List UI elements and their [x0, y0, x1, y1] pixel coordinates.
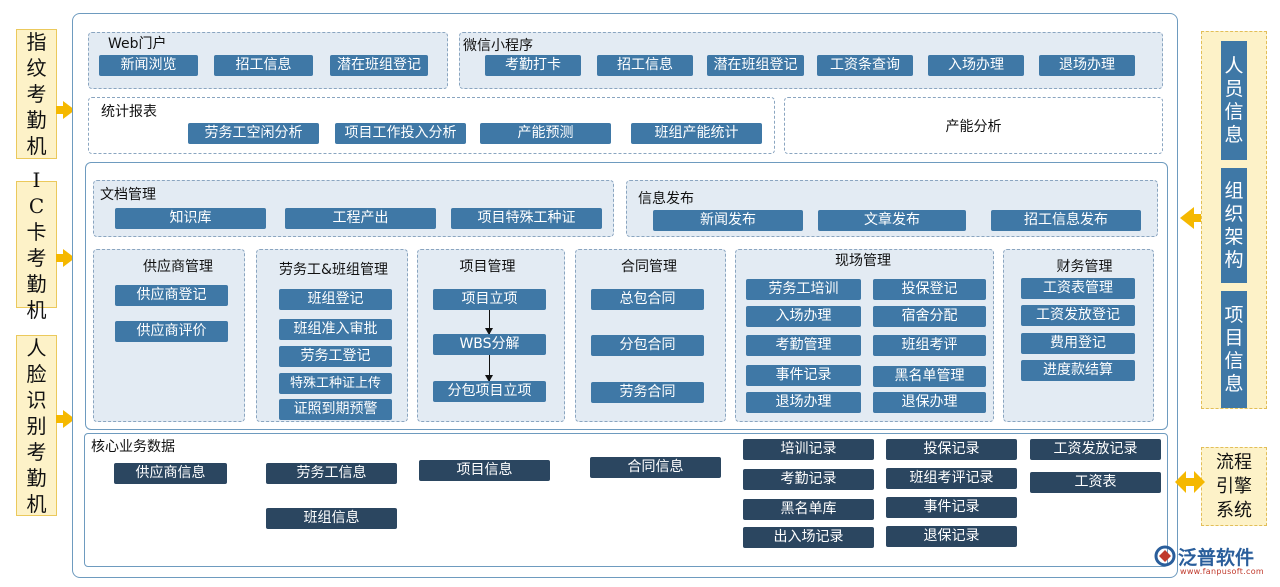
face-recognition-attendance-label: 人脸识别考勤机: [26, 335, 47, 516]
publish-recruit-button[interactable]: 招工信息发布: [991, 210, 1141, 231]
right-personnel-info-label: 人员信息: [1224, 54, 1244, 146]
web-team-register-button[interactable]: 潜在班组登记: [330, 55, 428, 76]
contract-sub-button[interactable]: 分包合同: [591, 335, 704, 356]
fanpu-logo-icon: [1154, 545, 1176, 567]
finance-payroll-button[interactable]: 工资表管理: [1021, 278, 1135, 299]
project-mgmt-title: 项目管理: [459, 259, 516, 275]
capacity-title: 产能分析: [945, 119, 1002, 135]
core-worker-info[interactable]: 劳务工信息: [266, 463, 397, 484]
site-team-eval-button[interactable]: 班组考评: [873, 335, 986, 356]
mp-team-register-button[interactable]: 潜在班组登记: [707, 55, 804, 76]
labor-team-approval-button[interactable]: 班组准入审批: [279, 319, 392, 340]
labor-cert-upload-button[interactable]: 特殊工种证上传: [279, 373, 392, 394]
supplier-mgmt-title: 供应商管理: [143, 259, 213, 275]
core-training-record[interactable]: 培训记录: [743, 439, 874, 460]
finance-progress-payment-button[interactable]: 进度款结算: [1021, 360, 1135, 381]
report-idle-analysis-button[interactable]: 劳务工空闲分析: [188, 123, 319, 144]
core-blacklist[interactable]: 黑名单库: [743, 499, 874, 520]
core-entry-exit-record[interactable]: 出入场记录: [743, 527, 874, 548]
core-data-title: 核心业务数据: [91, 439, 175, 455]
right-org-structure: 组织架构: [1221, 168, 1247, 283]
site-training-button[interactable]: 劳务工培训: [746, 279, 861, 300]
flow-engine-box: 流程引擎系统: [1201, 447, 1267, 526]
core-supplier-info[interactable]: 供应商信息: [114, 463, 227, 484]
site-cancel-insurance-button[interactable]: 退保办理: [873, 392, 986, 413]
mini-program-title: 微信小程序: [463, 38, 533, 54]
doc-knowledge-button[interactable]: 知识库: [115, 208, 266, 229]
flow-engine-label: 流程引擎系统: [1216, 451, 1252, 521]
core-event-record[interactable]: 事件记录: [886, 497, 1017, 518]
publish-news-button[interactable]: 新闻发布: [653, 210, 803, 231]
core-payroll[interactable]: 工资表: [1030, 472, 1161, 493]
core-team-info[interactable]: 班组信息: [266, 508, 397, 529]
fingerprint-attendance-box: 指纹考勤机: [16, 29, 57, 159]
fingerprint-attendance-label: 指纹考勤机: [26, 30, 47, 158]
core-insurance-record[interactable]: 投保记录: [886, 439, 1017, 460]
finance-pay-register-button[interactable]: 工资发放登记: [1021, 305, 1135, 326]
doc-special-cert-button[interactable]: 项目特殊工种证: [451, 208, 602, 229]
labor-cert-expiry-button[interactable]: 证照到期预警: [279, 399, 392, 420]
site-exit-button[interactable]: 退场办理: [746, 392, 861, 413]
finance-mgmt-title: 财务管理: [1056, 259, 1113, 275]
doc-output-button[interactable]: 工程产出: [285, 208, 436, 229]
core-cancel-insurance-record[interactable]: 退保记录: [886, 526, 1017, 547]
mp-payslip-button[interactable]: 工资条查询: [817, 55, 913, 76]
core-project-info[interactable]: 项目信息: [419, 460, 550, 481]
core-team-eval-record[interactable]: 班组考评记录: [886, 468, 1017, 489]
ic-card-attendance-box: IC卡考勤机: [16, 168, 57, 322]
double-arrow-icon: [1175, 471, 1205, 493]
site-entry-button[interactable]: 入场办理: [746, 306, 861, 327]
arrow-down-icon: [485, 355, 493, 382]
report-title: 统计报表: [101, 104, 157, 120]
face-recognition-attendance-box: 人脸识别考勤机: [16, 335, 57, 516]
right-project-info: 项目信息: [1221, 291, 1247, 408]
report-team-capacity-button[interactable]: 班组产能统计: [631, 123, 762, 144]
report-forecast-button[interactable]: 产能预测: [480, 123, 611, 144]
web-recruit-button[interactable]: 招工信息: [214, 55, 313, 76]
mp-entry-button[interactable]: 入场办理: [928, 55, 1024, 76]
report-project-input-button[interactable]: 项目工作投入分析: [335, 123, 466, 144]
mp-recruit-button[interactable]: 招工信息: [597, 55, 693, 76]
publish-article-button[interactable]: 文章发布: [818, 210, 966, 231]
right-org-structure-label: 组织架构: [1224, 179, 1244, 271]
web-news-button[interactable]: 新闻浏览: [99, 55, 198, 76]
contract-general-button[interactable]: 总包合同: [591, 289, 704, 310]
right-personnel-info: 人员信息: [1221, 41, 1247, 160]
arrow-left-icon: [1180, 207, 1201, 229]
project-setup-button[interactable]: 项目立项: [433, 289, 546, 310]
arrow-down-icon: [485, 310, 493, 335]
contract-labor-button[interactable]: 劳务合同: [591, 382, 704, 403]
site-mgmt-title: 现场管理: [835, 253, 891, 269]
web-portal-title: Web门户: [108, 36, 167, 52]
labor-team-register-button[interactable]: 班组登记: [279, 289, 392, 310]
mp-exit-button[interactable]: 退场办理: [1039, 55, 1135, 76]
supplier-evaluate-button[interactable]: 供应商评价: [115, 321, 228, 342]
site-insurance-button[interactable]: 投保登记: [873, 279, 986, 300]
labor-worker-register-button[interactable]: 劳务工登记: [279, 346, 392, 367]
contract-mgmt-title: 合同管理: [621, 259, 677, 275]
project-wbs-button[interactable]: WBS分解: [433, 334, 546, 355]
site-event-button[interactable]: 事件记录: [746, 365, 861, 386]
capacity-panel: [784, 97, 1163, 154]
finance-expense-button[interactable]: 费用登记: [1021, 333, 1135, 354]
right-project-info-label: 项目信息: [1224, 303, 1244, 395]
core-pay-record[interactable]: 工资发放记录: [1030, 439, 1161, 460]
supplier-register-button[interactable]: 供应商登记: [115, 285, 228, 306]
site-blacklist-button[interactable]: 黑名单管理: [873, 366, 986, 387]
doc-mgmt-title: 文档管理: [100, 187, 156, 203]
logo-url: www.fanpusoft.com: [1180, 567, 1264, 576]
core-contract-info[interactable]: 合同信息: [590, 457, 721, 478]
logo-text: 泛普软件: [1178, 547, 1255, 569]
labor-mgmt-title: 劳务工&班组管理: [279, 262, 388, 278]
project-subcontract-button[interactable]: 分包项目立项: [433, 381, 546, 402]
mp-clockin-button[interactable]: 考勤打卡: [485, 55, 581, 76]
core-attendance-record[interactable]: 考勤记录: [743, 469, 874, 490]
site-attendance-button[interactable]: 考勤管理: [746, 335, 861, 356]
site-dorm-button[interactable]: 宿舍分配: [873, 306, 986, 327]
ic-card-attendance-label: IC卡考勤机: [26, 167, 47, 322]
info-publish-title: 信息发布: [638, 191, 694, 207]
